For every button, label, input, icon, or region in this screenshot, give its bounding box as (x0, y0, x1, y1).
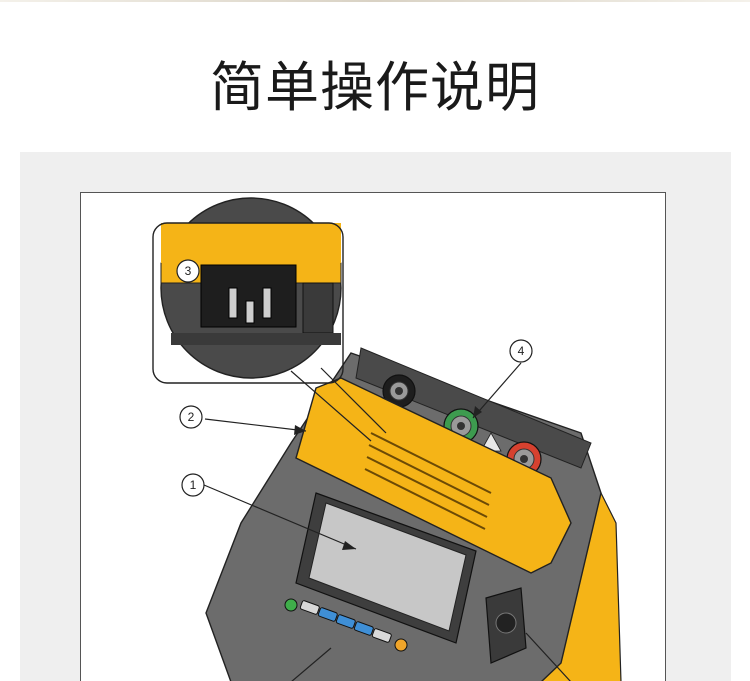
callout-arrowheads (294, 406, 482, 550)
inset-frame (152, 222, 344, 384)
inlet-pin-left (228, 287, 238, 319)
side-port-socket (495, 612, 517, 634)
terminal-black (382, 374, 416, 408)
terminal-deck (355, 347, 592, 469)
button-gray-1 (299, 600, 320, 615)
button-blue-1 (317, 607, 338, 622)
lid-vents (364, 432, 492, 530)
orange-button (394, 638, 408, 652)
top-divider (0, 0, 750, 2)
callout-4: 4 (509, 339, 533, 363)
device-drawing: 3 2 1 4 (152, 197, 622, 681)
device-illustration: 3 2 1 4 (80, 192, 666, 681)
button-gray-2 (371, 628, 392, 643)
page-title: 简单操作说明 (210, 56, 540, 119)
svg-text:4: 4 (518, 344, 525, 358)
inlet-pin-center (245, 300, 255, 324)
magnified-inset (160, 197, 342, 379)
callout-3: 3 (176, 259, 200, 283)
callout-1: 1 (181, 473, 205, 497)
svg-text:3: 3 (185, 264, 192, 278)
green-button (284, 598, 298, 612)
callout-2: 2 (179, 405, 203, 429)
button-blue-3 (353, 621, 374, 636)
inlet-pin-right (262, 287, 272, 319)
callout-lines (203, 362, 571, 681)
display-screen (308, 502, 467, 632)
svg-text:1: 1 (190, 478, 197, 492)
svg-text:2: 2 (188, 410, 195, 424)
yellow-lid (295, 377, 572, 574)
button-blue-2 (335, 614, 356, 629)
